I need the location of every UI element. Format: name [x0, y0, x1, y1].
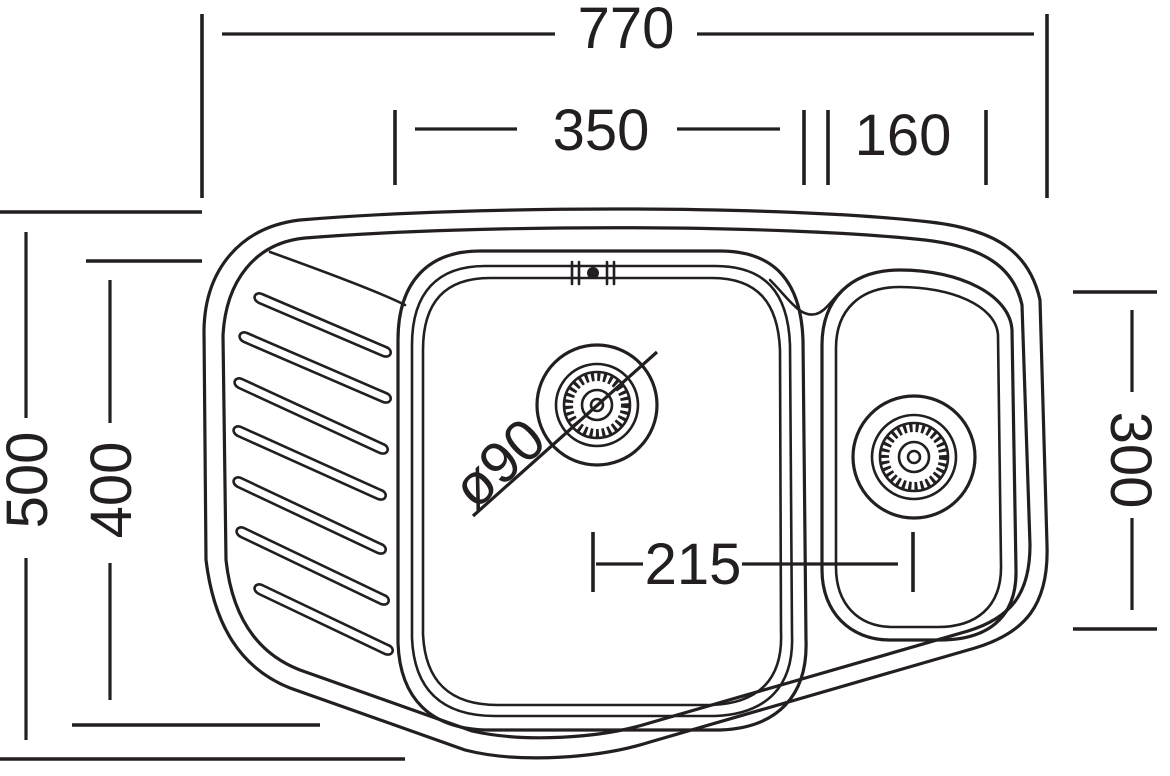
main-drain-icon: [535, 343, 659, 467]
small-bowl-inner: [834, 285, 1003, 629]
small-bowl-outer: [820, 268, 1018, 642]
dimension-overall-width: 770: [200, 0, 1049, 198]
dimension-overall-depth: 500: [0, 210, 405, 761]
drainboard-groove: [233, 377, 389, 455]
diameter-leader-line: [471, 350, 659, 518]
dimension-label-400: 400: [79, 442, 144, 539]
drainboard-groove: [232, 425, 387, 501]
dimension-label-500: 500: [0, 432, 60, 529]
dimension-label-300: 300: [1098, 412, 1163, 509]
drainboard-groove: [253, 292, 392, 358]
main-bowl-inner: [410, 264, 794, 718]
drainboard-grooves: [232, 292, 394, 656]
overflow-icon: [570, 260, 616, 286]
drainboard-groove: [232, 476, 387, 555]
dimension-drain-spacing: 215: [591, 532, 915, 597]
dimension-label-350: 350: [553, 98, 650, 163]
sink-outer-rim: [202, 207, 1049, 760]
dimension-bowl-widths: 350 160: [393, 98, 988, 185]
dimension-label-215: 215: [645, 532, 742, 597]
drainboard-groove: [238, 331, 392, 404]
main-bowl-outer: [396, 249, 808, 732]
sink-body: [202, 207, 1049, 760]
dimension-label-770: 770: [578, 0, 675, 61]
drainboard-groove: [235, 526, 390, 606]
drainboard-groove: [253, 583, 394, 656]
dimension-main-bowl-depth: 400: [72, 259, 320, 727]
small-drain-icon: [851, 394, 977, 520]
drainboard-ledge: [268, 250, 407, 307]
dimension-small-bowl-depth: 300: [1073, 290, 1163, 631]
sink-inner-rim: [221, 226, 1032, 740]
main-bowl-basin: [421, 276, 783, 707]
dimension-label-160: 160: [855, 103, 952, 168]
